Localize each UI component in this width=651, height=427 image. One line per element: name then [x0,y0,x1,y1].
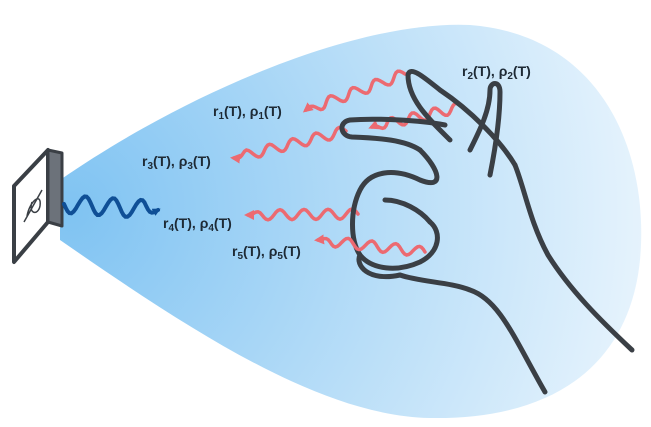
reflection-label-4: r4(T), ρ4(T) [163,215,232,234]
reflection-label-3: r3(T), ρ3(T) [142,153,211,172]
rectangular-sensor-icon [12,148,64,264]
reflected-wave-4 [244,207,360,222]
reflected-wave-3 [230,125,348,164]
reflection-label-5: r5(T), ρ5(T) [232,243,301,262]
emitted-wave [62,194,161,219]
reflected-wave-2 [368,101,464,131]
reflected-wave-1 [302,69,407,113]
reflection-label-2: r2(T), ρ2(T) [462,63,531,82]
reflected-wave-5 [314,234,427,257]
ok-gesture-hand-icon [339,68,635,395]
reflection-label-1: r1(T), ρ1(T) [213,103,282,122]
